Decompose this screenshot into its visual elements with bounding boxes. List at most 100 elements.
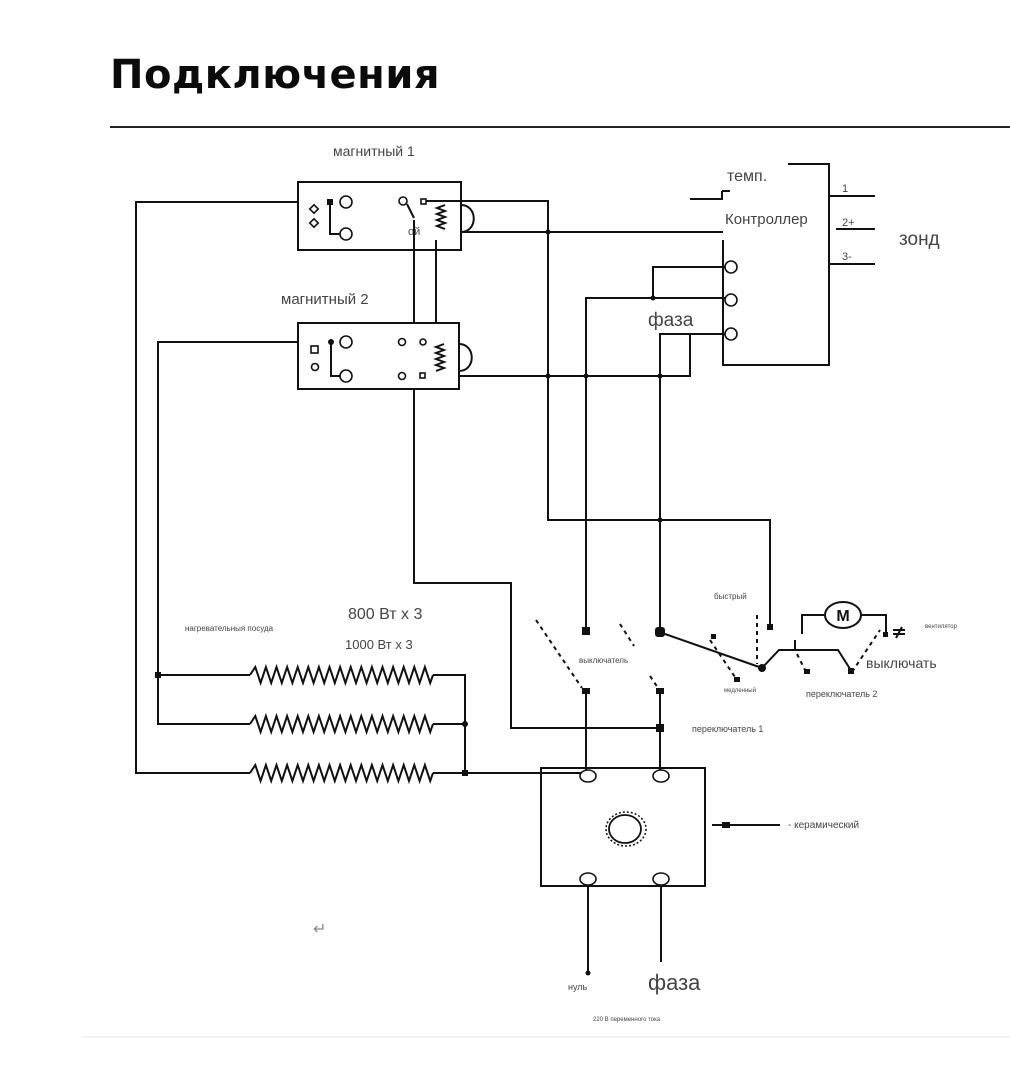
slow-label: медленный bbox=[724, 687, 756, 694]
relay-2-terminal bbox=[397, 337, 407, 347]
controller-terminal bbox=[724, 327, 738, 341]
temp-lead bbox=[690, 191, 723, 200]
title-divider bbox=[110, 126, 1010, 128]
relay-2-terminal bbox=[339, 335, 353, 349]
heater-coil-3 bbox=[249, 761, 434, 785]
junction-dot bbox=[545, 373, 551, 379]
junction-dot bbox=[545, 229, 551, 235]
controller-terminal bbox=[724, 293, 738, 307]
relay-2: магнитный 2 bbox=[281, 291, 473, 390]
wiring bbox=[135, 200, 771, 776]
supply-label: 220 В переменного тока bbox=[593, 1017, 661, 1023]
junction-dot bbox=[585, 970, 591, 976]
switch-lever bbox=[619, 623, 635, 647]
junction-dot bbox=[657, 517, 663, 523]
junction-dot bbox=[462, 721, 468, 727]
controller-terminal bbox=[724, 260, 738, 274]
wire bbox=[157, 341, 298, 725]
switch-contact bbox=[883, 632, 888, 637]
wire bbox=[761, 649, 853, 673]
controller-body bbox=[722, 163, 830, 366]
heaters: нагревательныя посуда 800 Вт х 3 1000 Вт… bbox=[185, 606, 434, 785]
socket-terminal bbox=[579, 872, 597, 886]
ceramic-socket: - керамический нуль фаза 220 В переменно… bbox=[540, 767, 859, 1023]
relay-1: ой магнитный 1 bbox=[297, 143, 475, 251]
power-1000-label: 1000 Вт х 3 bbox=[345, 637, 413, 652]
wire bbox=[413, 389, 660, 729]
junction-dot bbox=[327, 199, 333, 205]
junction-dot bbox=[656, 724, 664, 732]
probe-pin-1-label: 1 bbox=[842, 183, 848, 195]
controller-label: Контроллер bbox=[725, 211, 808, 228]
socket-center-ring bbox=[605, 811, 647, 847]
relay-1-terminal bbox=[398, 196, 408, 206]
wire bbox=[801, 614, 826, 634]
socket-body bbox=[540, 767, 706, 887]
switch-lever bbox=[851, 629, 881, 673]
wire bbox=[861, 614, 887, 635]
relay-2-terminal bbox=[310, 362, 320, 372]
switch-lever bbox=[535, 619, 583, 689]
relay-1-coil-loop bbox=[460, 204, 475, 233]
switch-1-label: переключатель 1 bbox=[692, 724, 763, 734]
relay-1-terminal bbox=[339, 195, 353, 209]
relay-2-terminal bbox=[397, 371, 407, 381]
wire bbox=[652, 266, 725, 298]
ceramic-label: - керамический bbox=[788, 820, 859, 831]
switch-lever bbox=[709, 639, 738, 681]
neutral-label: нуль bbox=[568, 982, 588, 992]
probe-pin-2-label: 2+ bbox=[842, 217, 855, 229]
relay-2-terminal bbox=[419, 372, 426, 379]
wire bbox=[135, 201, 298, 774]
wire bbox=[664, 633, 763, 669]
relay-1-body bbox=[297, 181, 462, 251]
junction-dot bbox=[650, 295, 656, 301]
motor-symbol: M bbox=[836, 608, 849, 625]
switch-contact bbox=[804, 669, 810, 674]
relay-2-label: магнитный 2 bbox=[281, 291, 369, 308]
relay-1-terminal bbox=[420, 198, 427, 205]
switch-contact bbox=[767, 624, 773, 630]
switch-contact bbox=[656, 688, 664, 694]
fast-label: быстрый bbox=[714, 592, 747, 601]
phase-bottom-label: фаза bbox=[648, 970, 701, 995]
relay-1-terminal bbox=[308, 203, 320, 215]
probe-pin-3-label: 3- bbox=[842, 251, 852, 263]
relay-2-body bbox=[297, 322, 460, 390]
temp-label: темп. bbox=[727, 168, 767, 185]
heater-coil-2 bbox=[249, 712, 434, 736]
relay-1-coil bbox=[434, 204, 448, 230]
relay-2-terminal bbox=[339, 369, 353, 383]
socket-center bbox=[608, 814, 642, 844]
switch-contact bbox=[734, 677, 740, 682]
relay-2-terminal bbox=[419, 338, 427, 346]
controller: темп. Контроллер 1 2+ 3- зонд фаза bbox=[648, 163, 940, 366]
switch-contact bbox=[582, 627, 590, 635]
switch-2-label: переключатель 2 bbox=[806, 689, 877, 699]
switch-contact bbox=[655, 627, 665, 637]
socket-terminal bbox=[579, 769, 597, 783]
relay-1-contact bbox=[406, 203, 415, 219]
power-800-label: 800 Вт х 3 bbox=[348, 606, 423, 623]
socket-terminal bbox=[652, 872, 670, 886]
heater-coil-1 bbox=[249, 663, 434, 687]
relay-2-terminal bbox=[310, 345, 319, 354]
wire bbox=[585, 297, 725, 632]
switch-contact bbox=[848, 668, 854, 674]
switch-contact bbox=[711, 634, 716, 639]
main-switch: выключатель bbox=[535, 619, 665, 694]
heater-label: нагревательныя посуда bbox=[185, 624, 274, 633]
off-label: выключать bbox=[866, 655, 937, 671]
junction-dot bbox=[155, 672, 161, 678]
relay-2-bridge bbox=[330, 342, 340, 377]
probe-label: зонд bbox=[899, 229, 940, 250]
switch-lever bbox=[649, 675, 659, 689]
phase-top-label: фаза bbox=[648, 310, 694, 331]
relay-2-coil bbox=[433, 343, 447, 372]
junction-dot bbox=[328, 339, 334, 345]
main-switch-label: выключатель bbox=[579, 656, 628, 665]
bottom-band bbox=[82, 1036, 1010, 1038]
fan-switches: M вентилятор быстрый медленный выключать… bbox=[664, 592, 958, 734]
page-title: Подключения bbox=[110, 52, 441, 98]
